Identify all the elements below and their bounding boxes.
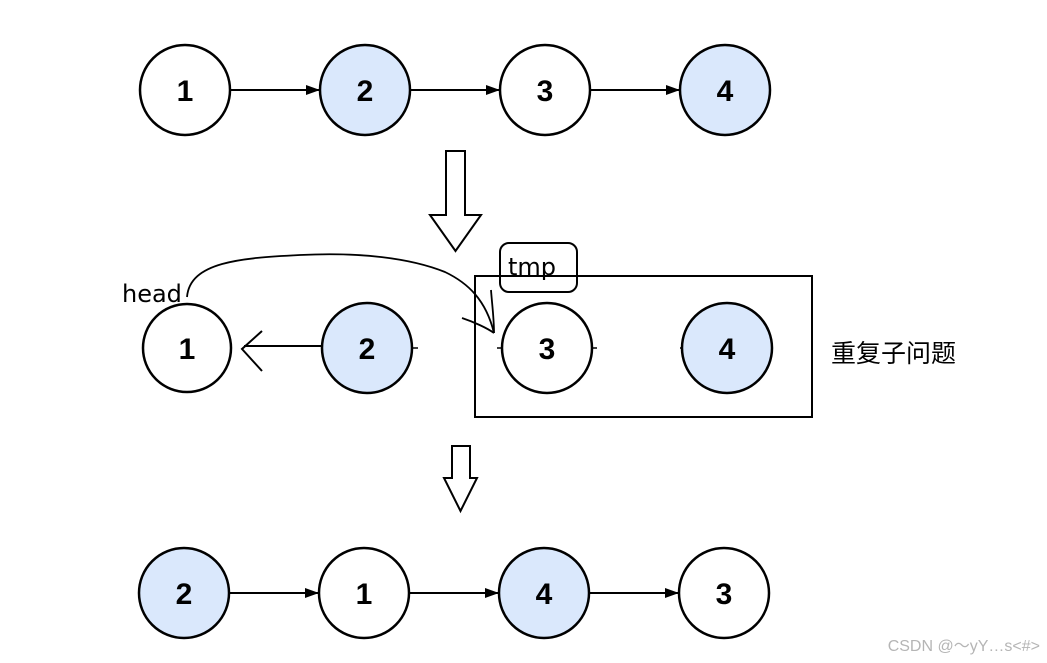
row1-node-2: 2 [318, 43, 412, 137]
row2-node-3: 3 [500, 301, 594, 395]
head-to-tmp-curve [186, 253, 495, 334]
subproblem-box [474, 275, 813, 418]
row2-node-1-label: 1 [179, 333, 196, 366]
tmp-box [499, 242, 578, 293]
row3-node-3: 4 [497, 546, 591, 640]
row3-node-1: 2 [137, 546, 231, 640]
down-arrow-2 [442, 445, 479, 514]
row2-node-1: 1 [141, 302, 233, 394]
row2-node-2: 2 [320, 301, 414, 395]
row2-node-4-label: 4 [719, 333, 736, 366]
row2-node-3-label: 3 [539, 333, 556, 366]
row3-node-2-label: 1 [356, 578, 373, 611]
row3-node-4: 3 [677, 546, 771, 640]
down-arrow-1 [428, 150, 483, 253]
row3-node-4-label: 3 [716, 578, 733, 611]
row3-node-1-label: 2 [176, 578, 193, 611]
row3-node-3-label: 4 [536, 578, 553, 611]
csdn-watermark: CSDN @～yY…s<#> [888, 638, 1040, 655]
row2-node-4: 4 [680, 301, 774, 395]
row1-node-4: 4 [678, 43, 772, 137]
row1-node-1: 1 [138, 43, 232, 137]
row2-arrow-2-1-head [240, 330, 263, 372]
row1-node-1-label: 1 [177, 75, 194, 108]
subproblem-label: 重复子问题 [831, 339, 956, 368]
row1-node-4-label: 4 [717, 75, 734, 108]
row1-node-3-label: 3 [537, 75, 554, 108]
row1-node-2-label: 2 [357, 75, 374, 108]
head-label: head [122, 280, 182, 308]
head-to-tmp-arrowhead [461, 289, 495, 334]
row1-node-3: 3 [498, 43, 592, 137]
row2-node-2-label: 2 [359, 333, 376, 366]
row3-node-2: 1 [317, 546, 411, 640]
